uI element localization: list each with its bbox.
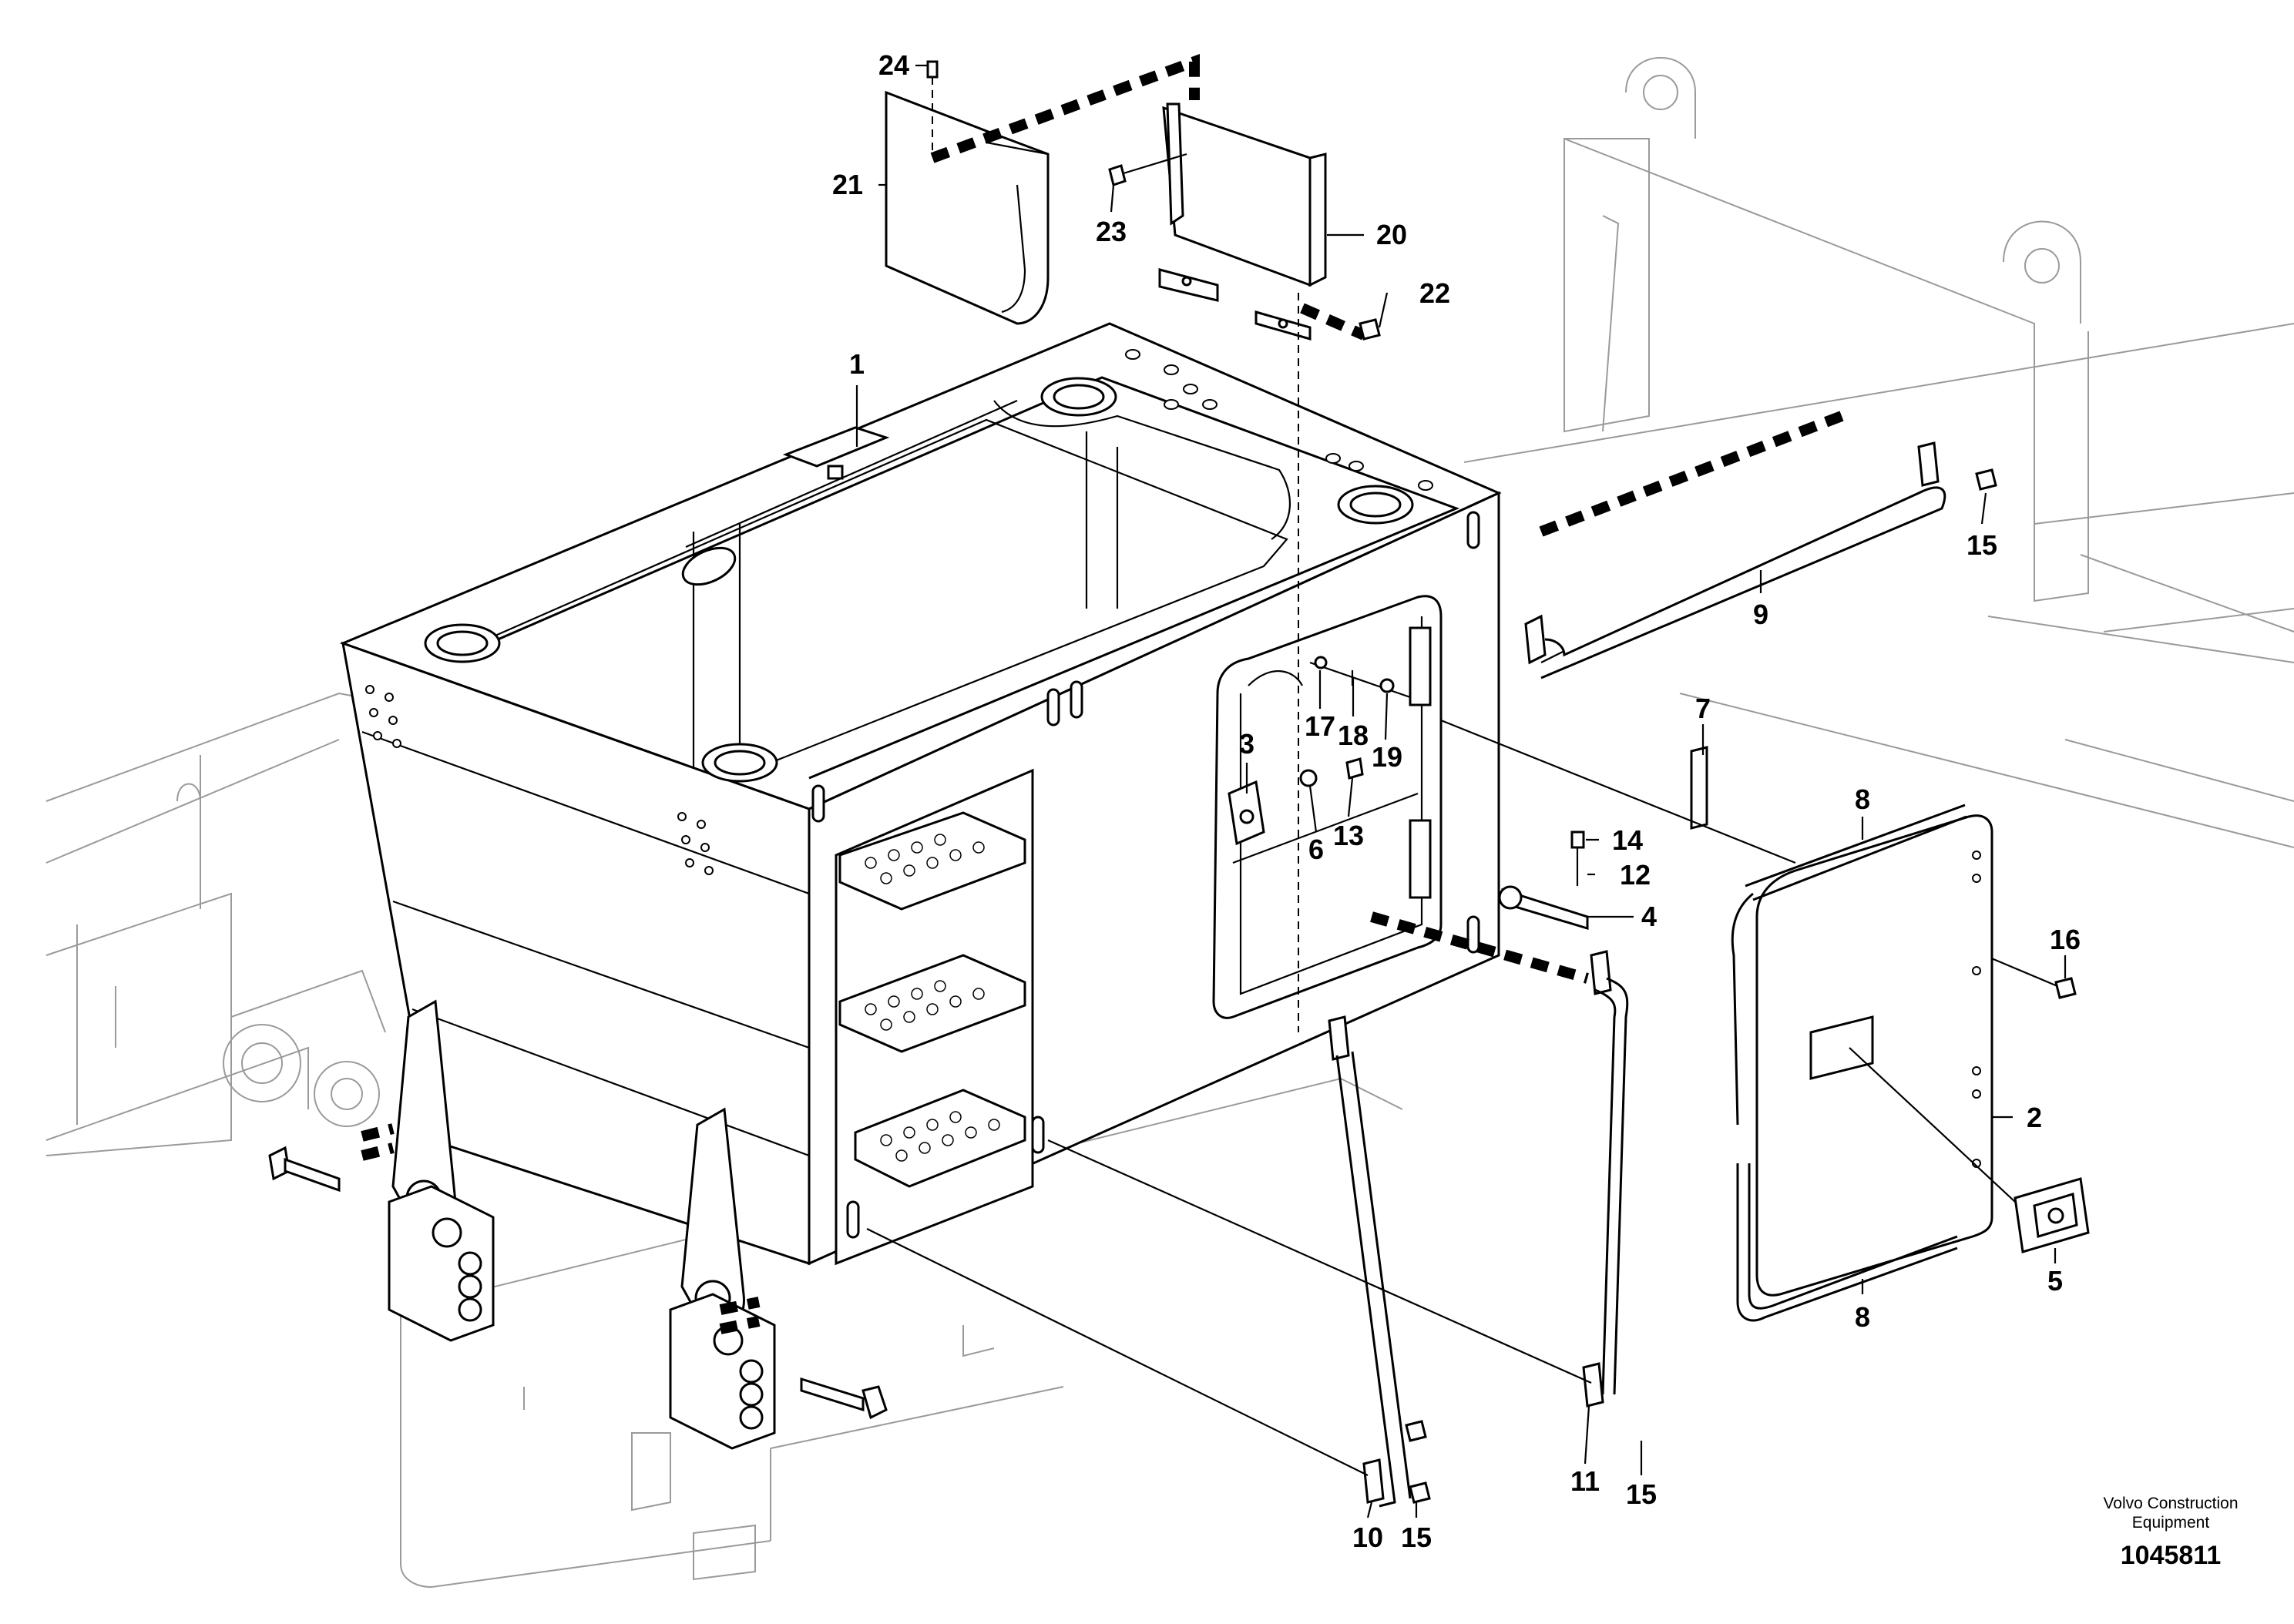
callout-21: 21 bbox=[832, 169, 863, 200]
callout-15-bottom-left: 15 bbox=[1401, 1522, 1432, 1553]
fasteners bbox=[926, 60, 2077, 1504]
callout-7: 7 bbox=[1695, 693, 1711, 724]
part-2-door bbox=[1731, 804, 2090, 1322]
callout-8-upper: 8 bbox=[1855, 783, 1870, 815]
pivot-brackets bbox=[268, 999, 888, 1450]
callout-leaders bbox=[855, 64, 2067, 1518]
callout-17: 17 bbox=[1305, 710, 1335, 742]
callout-5: 5 bbox=[2047, 1265, 2063, 1297]
callout-20: 20 bbox=[1376, 219, 1407, 250]
callout-13: 13 bbox=[1333, 820, 1364, 851]
callout-18: 18 bbox=[1338, 720, 1369, 751]
callout-22: 22 bbox=[1419, 277, 1450, 309]
callout-14: 14 bbox=[1612, 824, 1643, 856]
callout-15-top-right: 15 bbox=[1967, 529, 1997, 561]
document-number: 1045811 bbox=[2121, 1541, 2222, 1570]
guide-24 bbox=[930, 53, 1200, 163]
callout-1: 1 bbox=[849, 348, 865, 380]
grab-handles bbox=[1328, 911, 1629, 1508]
part-9-rail bbox=[1524, 411, 1946, 679]
callout-16: 16 bbox=[2050, 924, 2081, 955]
callout-19: 19 bbox=[1372, 741, 1402, 773]
callout-labels: 1 2 3 4 5 6 7 8 8 9 10 11 12 13 14 15 15… bbox=[832, 49, 2081, 1553]
top-bosses bbox=[424, 349, 1433, 783]
callout-10: 10 bbox=[1352, 1522, 1383, 1553]
main-frame bbox=[339, 322, 1502, 1266]
part-21-cover bbox=[885, 90, 1050, 325]
brand-line-1: Volvo Construction bbox=[2103, 1495, 2238, 1512]
callout-11: 11 bbox=[1570, 1465, 1600, 1497]
connector-lines bbox=[866, 719, 1796, 1476]
brand-line-2: Equipment bbox=[2132, 1514, 2210, 1532]
callout-4: 4 bbox=[1641, 901, 1657, 932]
title-block: Volvo Construction Equipment 1045811 bbox=[2103, 1495, 2238, 1570]
part-20-bracket bbox=[1158, 102, 1327, 341]
callout-3: 3 bbox=[1239, 728, 1254, 760]
callout-6: 6 bbox=[1308, 834, 1324, 865]
callout-23: 23 bbox=[1096, 216, 1127, 247]
callout-8-lower: 8 bbox=[1855, 1301, 1870, 1333]
callout-24: 24 bbox=[878, 49, 909, 81]
guide-22 bbox=[1300, 303, 1366, 341]
callout-9: 9 bbox=[1753, 599, 1768, 630]
callout-15-bottom-right: 15 bbox=[1626, 1478, 1657, 1510]
callout-12: 12 bbox=[1620, 859, 1651, 891]
callout-2: 2 bbox=[2027, 1102, 2042, 1133]
